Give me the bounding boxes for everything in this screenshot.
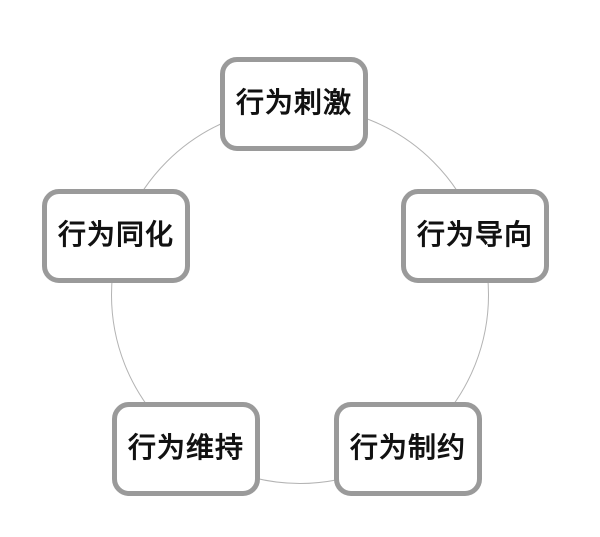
node-label: 行为刺激 [235,88,352,119]
node-behavior-orientation: 行为导向 [401,189,549,283]
node-behavior-stimulus: 行为刺激 [220,57,368,151]
node-label: 行为同化 [57,220,174,251]
node-behavior-assimilation: 行为同化 [42,189,190,283]
node-label: 行为维持 [127,433,244,464]
node-behavior-maintenance: 行为维持 [112,402,260,496]
node-label: 行为制约 [349,433,466,464]
node-behavior-constraint: 行为制约 [334,402,482,496]
node-label: 行为导向 [416,220,533,251]
